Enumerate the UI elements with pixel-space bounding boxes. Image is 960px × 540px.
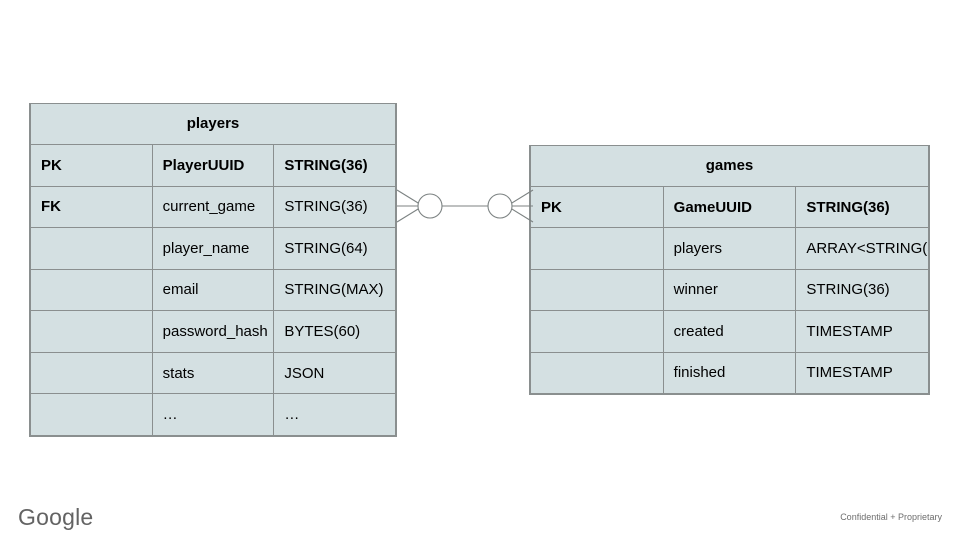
row-field-type: … xyxy=(273,393,396,436)
row-key-badge xyxy=(30,310,153,353)
row-field-type: BYTES(60) xyxy=(273,310,396,353)
entity-players-title-row: players xyxy=(30,104,396,145)
table-row: FK current_game STRING(36) xyxy=(30,185,396,229)
table-row: email STRING(MAX) xyxy=(30,268,396,312)
confidentiality-note: Confidential + Proprietary xyxy=(840,512,942,522)
table-row: finished TIMESTAMP xyxy=(530,351,929,395)
crows-foot-left-upper xyxy=(396,189,424,207)
row-field-name: winner xyxy=(662,268,797,312)
entity-games-table: games PK GameUUID STRING(36) players ARR… xyxy=(530,146,929,395)
table-row: stats JSON xyxy=(30,351,396,395)
row-key-badge xyxy=(530,268,664,312)
table-row: player_name STRING(64) xyxy=(30,227,396,270)
row-field-type: ARRAY<STRING(36)> xyxy=(795,227,929,270)
entity-games-title-row: games xyxy=(530,146,929,187)
row-field-type: STRING(MAX) xyxy=(273,268,396,312)
row-field-type: JSON xyxy=(273,351,396,395)
entity-games-title: games xyxy=(530,146,929,187)
row-field-type: TIMESTAMP xyxy=(795,310,929,353)
row-field-type: STRING(36) xyxy=(273,143,396,187)
table-row: winner STRING(36) xyxy=(530,268,929,312)
entity-players-table: players PK PlayerUUID STRING(36) FK curr… xyxy=(30,104,396,436)
row-field-name: password_hash xyxy=(151,310,275,353)
entity-games-body: games PK GameUUID STRING(36) players ARR… xyxy=(530,146,929,395)
row-field-name: GameUUID xyxy=(662,185,797,229)
cardinality-zero-circle-left xyxy=(417,193,443,219)
row-key-badge xyxy=(30,351,153,395)
table-row: PK PlayerUUID STRING(36) xyxy=(30,143,396,187)
entity-games: games PK GameUUID STRING(36) players ARR… xyxy=(529,145,930,395)
table-row: created TIMESTAMP xyxy=(530,310,929,353)
entity-players: players PK PlayerUUID STRING(36) FK curr… xyxy=(29,103,397,437)
google-logo: Google xyxy=(18,504,94,530)
row-key-badge xyxy=(30,227,153,270)
entity-players-body: players PK PlayerUUID STRING(36) FK curr… xyxy=(30,104,396,436)
relationship-connector-players-games xyxy=(396,189,534,223)
row-field-name: players xyxy=(662,227,797,270)
cardinality-zero-circle-right xyxy=(487,193,513,219)
row-key-badge xyxy=(530,351,664,395)
row-field-type: STRING(36) xyxy=(795,185,929,229)
row-field-type: STRING(36) xyxy=(273,185,396,229)
row-field-name: … xyxy=(151,393,275,436)
row-field-type: TIMESTAMP xyxy=(795,351,929,395)
row-key-badge xyxy=(530,310,664,353)
row-field-name: PlayerUUID xyxy=(151,143,275,187)
row-key-badge xyxy=(530,227,664,270)
row-field-type: STRING(36) xyxy=(795,268,929,312)
table-row: players ARRAY<STRING(36)> xyxy=(530,227,929,270)
row-field-type: STRING(64) xyxy=(273,227,396,270)
table-row-ellipsis: … … xyxy=(30,393,396,436)
row-field-name: email xyxy=(151,268,275,312)
row-field-name: player_name xyxy=(151,227,275,270)
row-key-badge: PK xyxy=(30,143,153,187)
row-field-name: stats xyxy=(151,351,275,395)
row-field-name: current_game xyxy=(151,185,275,229)
row-key-badge xyxy=(30,393,153,436)
table-row: password_hash BYTES(60) xyxy=(30,310,396,353)
row-key-badge xyxy=(30,268,153,312)
table-row: PK GameUUID STRING(36) xyxy=(530,185,929,229)
crows-foot-left-lower xyxy=(396,205,424,223)
entity-players-title: players xyxy=(30,104,396,145)
row-key-badge: PK xyxy=(530,185,664,229)
row-key-badge: FK xyxy=(30,185,153,229)
row-field-name: created xyxy=(662,310,797,353)
row-field-name: finished xyxy=(662,351,797,395)
